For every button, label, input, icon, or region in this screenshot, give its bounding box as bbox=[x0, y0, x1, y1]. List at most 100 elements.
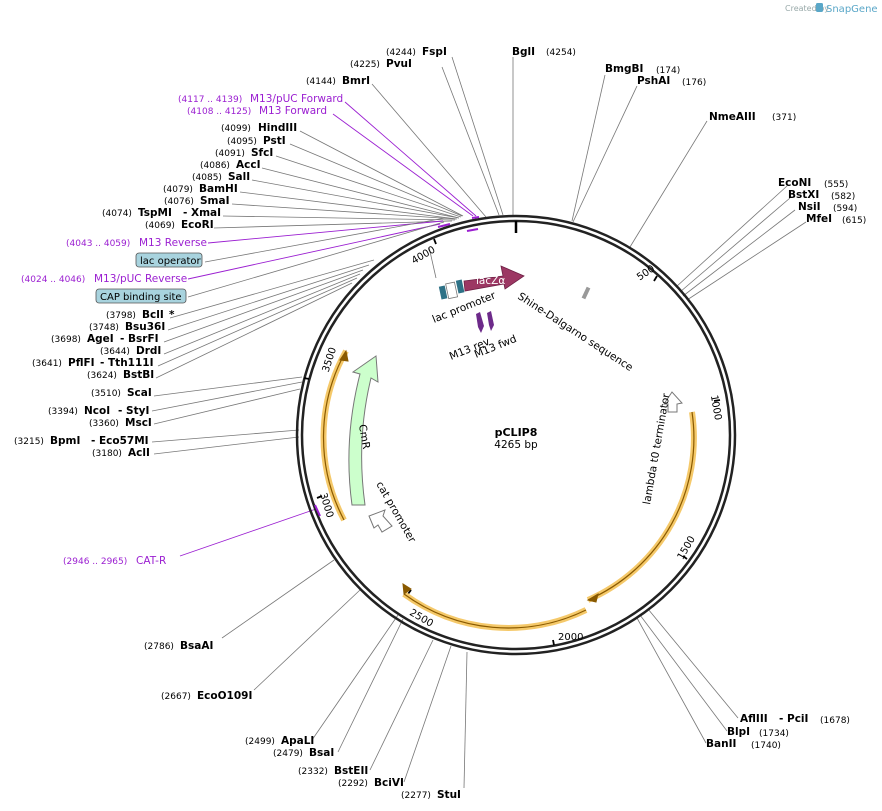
enzyme-bstbi[interactable]: BstBI bbox=[123, 369, 154, 381]
lambda-terminator-label: lambda t0 terminator bbox=[641, 392, 672, 506]
snapgene-logo-icon bbox=[816, 3, 823, 12]
enzyme-pos-msci: (3360) bbox=[89, 419, 119, 429]
enzyme-drdi[interactable]: DrdI bbox=[136, 345, 161, 357]
enzyme-bamhi[interactable]: BamHI bbox=[199, 183, 238, 195]
enzyme-pos-bstbi: (3624) bbox=[87, 371, 117, 381]
enzyme-bstxi[interactable]: BstXI bbox=[788, 189, 819, 201]
backbone-outer bbox=[295, 214, 737, 656]
cat-promoter-arrow-icon bbox=[368, 509, 393, 533]
enzyme-bcivi[interactable]: BciVI bbox=[374, 777, 404, 789]
tick-label-1500: 1500 bbox=[676, 534, 698, 562]
enzyme-tspmi[interactable]: TspMI bbox=[138, 207, 172, 219]
enzyme-msci[interactable]: MscI bbox=[125, 417, 152, 429]
enzyme-blpi[interactable]: BlpI bbox=[727, 726, 750, 738]
enzyme-econi[interactable]: EcoNI bbox=[778, 177, 811, 189]
enzyme-pos-acli: (3180) bbox=[92, 449, 122, 459]
enzyme-pos-ecori: (4069) bbox=[145, 221, 175, 231]
enzyme-ecoo109i[interactable]: EcoO109I bbox=[197, 690, 252, 702]
enzyme-afliii[interactable]: AflIII bbox=[740, 713, 768, 725]
enzyme-pos-drdi: (3644) bbox=[100, 347, 130, 357]
enzyme-hindiii[interactable]: HindIII bbox=[258, 122, 297, 134]
enzyme-mfei[interactable]: MfeI bbox=[806, 213, 832, 225]
primer-m13puc-rev[interactable]: M13/pUC Reverse bbox=[94, 273, 187, 285]
enzyme-pos-bsaai: (2786) bbox=[144, 642, 174, 652]
shine-dalgarno-mark bbox=[581, 286, 591, 300]
enzyme-sfci[interactable]: SfcI bbox=[251, 147, 273, 159]
enzyme-pos-psti: (4095) bbox=[227, 137, 257, 147]
enzyme-pvui[interactable]: PvuI bbox=[386, 58, 412, 70]
enzyme-pos-ncoi: (3394) bbox=[48, 407, 78, 417]
enzyme-scai[interactable]: ScaI bbox=[127, 387, 152, 399]
m13-fwd-arrow-icon bbox=[487, 311, 494, 331]
enzyme-eco57mi[interactable]: - Eco57MI bbox=[91, 435, 149, 447]
enzyme-pos-banii: (1740) bbox=[751, 741, 781, 751]
enzyme-pos-acci: (4086) bbox=[200, 161, 230, 171]
enzyme-bgli[interactable]: BglI bbox=[512, 46, 535, 58]
enzyme-ecori[interactable]: EcoRI bbox=[181, 219, 214, 231]
enzyme-pos-bamhi: (4079) bbox=[163, 185, 193, 195]
enzyme-bcli[interactable]: BclI bbox=[142, 309, 164, 321]
enzyme-pos-bpmi: (3215) bbox=[14, 437, 44, 447]
enzyme-bpmi[interactable]: BpmI bbox=[50, 435, 80, 447]
enzyme-bsrfi[interactable]: - BsrFI bbox=[120, 333, 159, 345]
enzyme-acci[interactable]: AccI bbox=[236, 159, 260, 171]
enzyme-psti[interactable]: PstI bbox=[263, 135, 286, 147]
orf-arcs bbox=[320, 349, 697, 631]
enzyme-ncoi[interactable]: NcoI bbox=[84, 405, 110, 417]
lac-operator-mark bbox=[455, 279, 465, 294]
enzyme-pos-bmri: (4144) bbox=[306, 77, 336, 87]
enzyme-bsteii[interactable]: BstEII bbox=[334, 765, 368, 777]
enzyme-bsaai[interactable]: BsaAI bbox=[180, 640, 213, 652]
enzyme-pos-scai: (3510) bbox=[91, 389, 121, 399]
enzyme-smai[interactable]: SmaI bbox=[200, 195, 230, 207]
enzyme-pos-econi: (555) bbox=[824, 180, 848, 190]
enzyme-stui[interactable]: StuI bbox=[437, 789, 461, 801]
enzyme-pos-bcli: (3798) bbox=[106, 311, 136, 321]
enzyme-pflfi[interactable]: PflFI bbox=[68, 357, 95, 369]
enzyme-pos-mfei: (615) bbox=[842, 216, 866, 226]
lambda-terminator-arrow-icon bbox=[663, 391, 683, 413]
enzyme-tth111i[interactable]: - Tth111I bbox=[100, 357, 154, 369]
enzyme-styi[interactable]: - StyI bbox=[118, 405, 149, 417]
tick-label-2000: 2000 bbox=[558, 632, 583, 643]
enzyme-pos-fspi: (4244) bbox=[386, 48, 416, 58]
primer-m13puc-fwd[interactable]: M13/pUC Forward bbox=[250, 93, 343, 105]
tick-marks bbox=[303, 238, 721, 646]
enzyme-pos-bsteii: (2332) bbox=[298, 767, 328, 777]
enzyme-nmeaiii[interactable]: NmeAIII bbox=[709, 111, 756, 123]
enzyme-pcii[interactable]: - PciI bbox=[779, 713, 808, 725]
enzyme-pos-pvui: (4225) bbox=[350, 60, 380, 70]
primer-m13-rev[interactable]: M13 Reverse bbox=[139, 237, 207, 249]
enzyme-apali[interactable]: ApaLI bbox=[281, 735, 314, 747]
enzyme-bsai[interactable]: BsaI bbox=[309, 747, 334, 759]
credit-created-by: Created by bbox=[785, 4, 829, 13]
enzyme-fspi[interactable]: FspI bbox=[422, 46, 447, 58]
cap-site-label: CAP binding site bbox=[100, 292, 182, 303]
enzyme-pos-bmgbi: (174) bbox=[656, 66, 680, 76]
enzyme-pos-ecoo109i: (2667) bbox=[161, 692, 191, 702]
enzyme-sali[interactable]: SalI bbox=[228, 171, 250, 183]
lacz-label: lacZα bbox=[476, 275, 505, 287]
enzyme-xmai[interactable]: - XmaI bbox=[183, 207, 221, 219]
cmr-label: CmR bbox=[356, 423, 372, 450]
primer-cat-r[interactable]: CAT-R bbox=[136, 555, 166, 567]
enzyme-banii[interactable]: BanII bbox=[706, 738, 736, 750]
enzyme-pos-pshai: (176) bbox=[682, 78, 706, 88]
enzyme-agei[interactable]: AgeI bbox=[87, 333, 114, 345]
enzyme-acli[interactable]: AclI bbox=[128, 447, 150, 459]
enzyme-nsii[interactable]: NsiI bbox=[798, 201, 821, 213]
enzyme-pos-nsii: (594) bbox=[833, 204, 857, 214]
lac-operator-box[interactable]: lac operator bbox=[135, 252, 203, 268]
cap-site-box[interactable]: CAP binding site bbox=[95, 288, 187, 304]
enzyme-pos-smai: (4076) bbox=[164, 197, 194, 207]
enzyme-pos-nmeaiii: (371) bbox=[772, 113, 796, 123]
primer-m13-fwd[interactable]: M13 Forward bbox=[259, 105, 327, 117]
enzyme-pshai[interactable]: PshAI bbox=[637, 75, 670, 87]
enzyme-bmri[interactable]: BmrI bbox=[342, 75, 370, 87]
plasmid-name: pCLIP8 bbox=[495, 426, 538, 439]
enzyme-bsu36i[interactable]: Bsu36I bbox=[125, 321, 165, 333]
m13-fwd-label: M13 fwd bbox=[473, 333, 519, 361]
enzyme-pos-bcivi: (2292) bbox=[338, 779, 368, 789]
enzyme-bmgbi[interactable]: BmgBI bbox=[605, 63, 643, 75]
